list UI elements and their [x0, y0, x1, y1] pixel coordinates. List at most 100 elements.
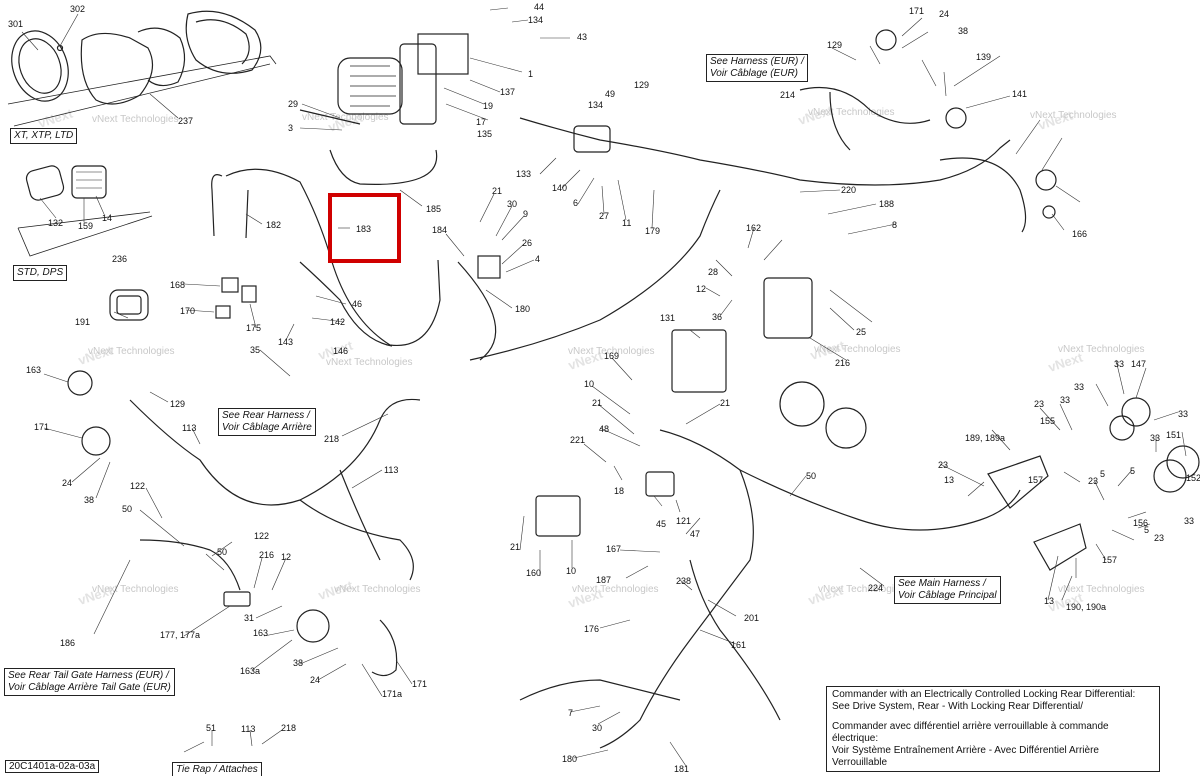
part-label[interactable]: 38 [84, 495, 94, 505]
part-label[interactable]: 177, 177a [160, 630, 200, 640]
part-label[interactable]: 161 [731, 640, 746, 650]
part-label[interactable]: 10 [566, 566, 576, 576]
part-label[interactable]: 18 [614, 486, 624, 496]
part-label[interactable]: 135 [477, 129, 492, 139]
part-label[interactable]: 142 [330, 317, 345, 327]
callout-rear-harness[interactable]: See Rear Harness / Voir Câblage Arrière [218, 408, 316, 436]
part-label[interactable]: 171 [34, 422, 49, 432]
part-label[interactable]: 201 [744, 613, 759, 623]
part-label[interactable]: 35 [250, 345, 260, 355]
part-label[interactable]: 191 [75, 317, 90, 327]
part-label[interactable]: 33 [1178, 409, 1188, 419]
part-label[interactable]: 113 [182, 423, 196, 433]
part-label[interactable]: 51 [206, 723, 216, 733]
part-label[interactable]: 163a [240, 666, 260, 676]
part-label[interactable]: 139 [976, 52, 991, 62]
part-label[interactable]: 180 [515, 304, 530, 314]
part-label[interactable]: 122 [130, 481, 145, 491]
part-label[interactable]: 50 [122, 504, 132, 514]
part-label[interactable]: 27 [599, 211, 609, 221]
part-label[interactable]: 167 [606, 544, 621, 554]
part-label[interactable]: 38 [958, 26, 968, 36]
part-label[interactable]: 162 [746, 223, 761, 233]
part-label[interactable]: 141 [1012, 89, 1027, 99]
part-label[interactable]: 131 [660, 313, 675, 323]
part-label[interactable]: 129 [827, 40, 842, 50]
part-label[interactable]: 301 [8, 19, 23, 29]
part-label[interactable]: 33 [1114, 359, 1124, 369]
part-label[interactable]: 129 [634, 80, 649, 90]
callout-main-harness[interactable]: See Main Harness / Voir Câblage Principa… [894, 576, 1001, 604]
part-label[interactable]: 180 [562, 754, 577, 764]
part-label[interactable]: 50 [806, 471, 816, 481]
part-label[interactable]: 48 [599, 424, 609, 434]
part-label[interactable]: 5 [1144, 525, 1149, 535]
part-label[interactable]: 26 [522, 238, 532, 248]
part-label[interactable]: 134 [528, 15, 543, 25]
part-label[interactable]: 156 [1133, 518, 1148, 528]
part-label[interactable]: 9 [523, 209, 528, 219]
part-label[interactable]: 189, 189a [965, 433, 1005, 443]
part-label[interactable]: 33 [1074, 382, 1084, 392]
part-label[interactable]: 113 [241, 724, 255, 734]
part-label[interactable]: 152 [1186, 473, 1200, 483]
part-label[interactable]: 159 [78, 221, 93, 231]
part-label[interactable]: 171a [382, 689, 402, 699]
part-label[interactable]: 218 [281, 723, 296, 733]
part-label[interactable]: 8 [892, 220, 897, 230]
part-label[interactable]: 218 [324, 434, 339, 444]
part-label[interactable]: 157 [1028, 475, 1043, 485]
part-label[interactable]: 13 [1044, 596, 1054, 606]
part-label[interactable]: 33 [1184, 516, 1194, 526]
part-label[interactable]: 132 [48, 218, 63, 228]
part-label[interactable]: 10 [584, 379, 594, 389]
part-label[interactable]: 45 [656, 519, 666, 529]
part-label[interactable]: 121 [676, 516, 691, 526]
part-label[interactable]: 143 [278, 337, 293, 347]
part-label[interactable]: 137 [500, 87, 515, 97]
part-label[interactable]: 36 [712, 312, 722, 322]
part-label[interactable]: 169 [604, 351, 619, 361]
part-label[interactable]: 140 [552, 183, 567, 193]
part-label[interactable]: 47 [690, 529, 700, 539]
part-label[interactable]: 216 [259, 550, 274, 560]
part-label[interactable]: 122 [254, 531, 269, 541]
part-label[interactable]: 33 [1150, 433, 1160, 443]
part-label[interactable]: 157 [1102, 555, 1117, 565]
part-label[interactable]: 30 [592, 723, 602, 733]
part-label[interactable]: 170 [180, 306, 195, 316]
part-label[interactable]: 186 [60, 638, 75, 648]
callout-tail-gate[interactable]: See Rear Tail Gate Harness (EUR) / Voir … [4, 668, 175, 696]
part-label[interactable]: 188 [879, 199, 894, 209]
part-label[interactable]: 17 [476, 117, 486, 127]
part-label[interactable]: 221 [570, 435, 585, 445]
part-label[interactable]: 24 [310, 675, 320, 685]
part-label[interactable]: 224 [868, 583, 883, 593]
part-label[interactable]: 7 [568, 708, 573, 718]
part-label[interactable]: 214 [780, 90, 795, 100]
part-label[interactable]: 12 [696, 284, 706, 294]
part-label[interactable]: 6 [573, 198, 578, 208]
part-label[interactable]: 11 [622, 218, 631, 228]
part-label[interactable]: 147 [1131, 359, 1146, 369]
part-label[interactable]: 187 [596, 575, 611, 585]
part-label[interactable]: 21 [492, 186, 502, 196]
part-label[interactable]: 12 [281, 552, 291, 562]
part-label[interactable]: 129 [170, 399, 185, 409]
part-label[interactable]: 1 [528, 69, 533, 79]
part-label[interactable]: 302 [70, 4, 85, 14]
part-label[interactable]: 184 [432, 225, 447, 235]
part-label[interactable]: 236 [112, 254, 127, 264]
part-label[interactable]: 155 [1040, 416, 1055, 426]
part-label[interactable]: 23 [1088, 476, 1098, 486]
part-label[interactable]: 31 [244, 613, 254, 623]
part-label[interactable]: 23 [938, 460, 948, 470]
part-label[interactable]: 163 [26, 365, 41, 375]
part-label[interactable]: 238 [676, 576, 691, 586]
part-label[interactable]: 185 [426, 204, 441, 214]
part-label[interactable]: 21 [720, 398, 730, 408]
part-label[interactable]: 50 [217, 547, 227, 557]
part-label[interactable]: 151 [1166, 430, 1181, 440]
part-label[interactable]: 24 [939, 9, 949, 19]
part-label[interactable]: 113 [384, 465, 398, 475]
